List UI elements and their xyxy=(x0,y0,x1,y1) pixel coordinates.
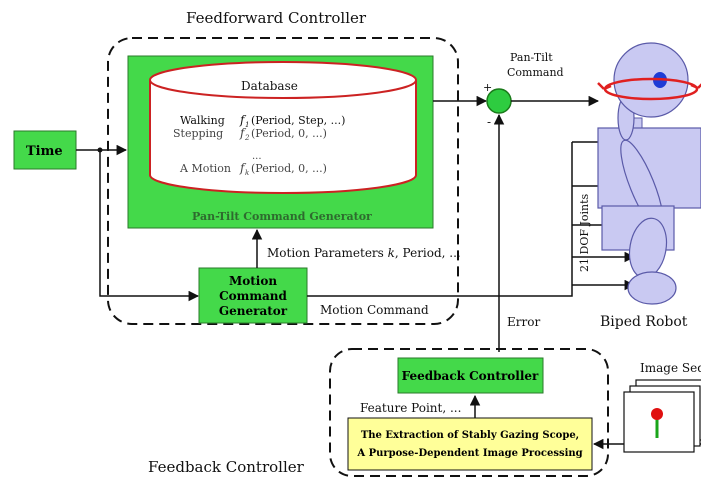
feature-point-label: Feature Point, ... xyxy=(360,401,461,415)
database-row-walking: Walking f 1 (Period, Step, ...) xyxy=(180,113,345,129)
database-row-a-motion: A Motion f k (Period, 0, ...) xyxy=(179,161,327,177)
extraction-block xyxy=(347,417,593,471)
biped-robot xyxy=(597,95,701,305)
svg-text:Walking: Walking xyxy=(180,114,225,127)
pan-tilt-command-label-1: Pan-Tilt xyxy=(510,51,553,64)
motion-generator-line-1: Motion xyxy=(229,274,277,288)
svg-text:k: k xyxy=(245,169,249,177)
time-to-motion-generator-arrow xyxy=(99,150,200,302)
feedforward-group xyxy=(107,37,459,325)
feedback-group xyxy=(329,348,609,477)
svg-text:f: f xyxy=(239,161,247,175)
svg-text:f: f xyxy=(239,126,247,140)
image-seq-label: Image Seq. xyxy=(640,361,701,375)
extraction-line-2: A Purpose-Dependent Image Processing xyxy=(356,448,582,459)
image-sequence-stack xyxy=(623,379,701,453)
sum-plus-sign: + xyxy=(483,81,492,94)
pan-tilt-command-label-2: Command xyxy=(507,66,564,79)
database-row-stepping: Stepping f 2 (Period, 0, ...) xyxy=(173,126,327,142)
feedback-title: Feedback Controller xyxy=(148,458,305,476)
motion-parameters-label: Motion Parameters k, Period, ... xyxy=(267,246,461,260)
error-label: Error xyxy=(507,315,540,329)
sum-minus-sign: - xyxy=(487,115,491,129)
pan-rotation-ring xyxy=(597,77,701,101)
database-cylinder xyxy=(149,61,417,194)
svg-text:(Period, Step, ...): (Period, Step, ...) xyxy=(251,114,345,127)
motion-generator-line-2: Command xyxy=(219,289,287,303)
database-row-ellipsis: ... xyxy=(252,151,262,162)
extraction-line-1: The Extraction of Stably Gazing Scope, xyxy=(361,430,579,441)
database-title: Database xyxy=(241,79,298,93)
svg-text:2: 2 xyxy=(244,134,250,142)
svg-text:Stepping: Stepping xyxy=(173,127,223,140)
motion-command-line xyxy=(307,142,573,297)
feedforward-title: Feedforward Controller xyxy=(186,9,367,27)
svg-text:(Period, 0, ...): (Period, 0, ...) xyxy=(251,127,327,140)
svg-text:A Motion: A Motion xyxy=(179,162,231,175)
motion-generator-line-3: Generator xyxy=(219,304,288,318)
feedback-controller-label: Feedback Controller xyxy=(402,369,539,383)
svg-text:1: 1 xyxy=(245,121,249,129)
svg-text:(Period, 0, ...): (Period, 0, ...) xyxy=(251,162,327,175)
pan-tilt-generator-label: Pan-Tilt Command Generator xyxy=(192,210,372,223)
time-label: Time xyxy=(26,144,63,159)
svg-text:f: f xyxy=(239,113,247,127)
biped-robot-label: Biped Robot xyxy=(600,314,688,330)
dof-joints-label: 21 DOF Joints xyxy=(578,193,591,272)
time-block xyxy=(13,130,77,170)
motion-command-label: Motion Command xyxy=(320,303,429,317)
feedback-controller-block xyxy=(397,357,544,394)
